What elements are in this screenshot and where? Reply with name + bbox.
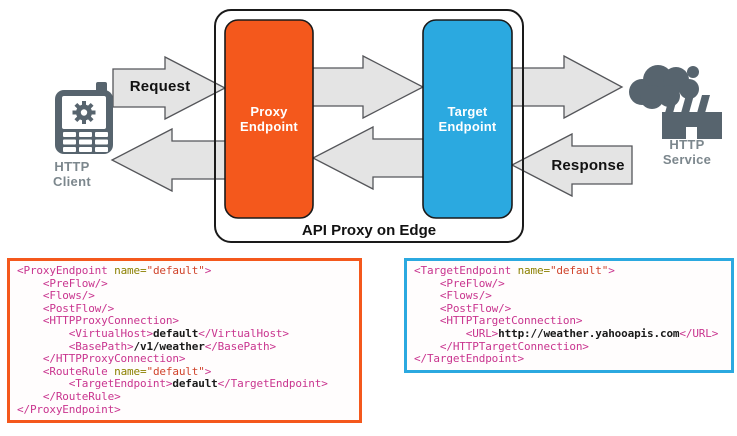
response-label: Response xyxy=(551,157,625,174)
http-service-label: HTTP Service xyxy=(662,137,712,167)
code-line: <BasePath>/v1/weather</BasePath> xyxy=(17,339,276,353)
request-to-service-arrow xyxy=(507,54,624,120)
factory-cloud-icon xyxy=(629,65,722,139)
api-proxy-on-edge-label: API Proxy on Edge xyxy=(301,222,437,239)
code-line: </HTTPTargetConnection> xyxy=(414,339,589,353)
target-to-proxy-arrow xyxy=(311,125,429,191)
mobile-phone-gear-icon xyxy=(55,82,113,154)
target-endpoint-box xyxy=(422,19,513,219)
phone-keypad xyxy=(63,132,108,152)
request-label: Request xyxy=(129,78,191,95)
code-line: </TargetEndpoint> xyxy=(414,352,525,366)
code-line: <HTTPTargetConnection> xyxy=(414,314,583,328)
response-arrow xyxy=(510,132,633,198)
code-line: <PostFlow/> xyxy=(414,301,512,315)
target-endpoint-label: Target Endpoint xyxy=(438,104,497,134)
code-line: <Flows/> xyxy=(414,289,492,303)
target-endpoint-code-block: <TargetEndpoint name="default"> <PreFlow… xyxy=(404,258,734,373)
proxy-to-target-arrow xyxy=(305,54,425,120)
proxy-endpoint-label: Proxy Endpoint xyxy=(240,104,298,134)
diagram-canvas xyxy=(55,9,722,243)
code-line: <RouteRule name="default"> xyxy=(17,364,212,378)
code-line: <HTTPProxyConnection> xyxy=(17,314,179,328)
code-line: </RouteRule> xyxy=(17,389,121,403)
code-line: <PreFlow/> xyxy=(17,276,108,290)
code-line: <URL>http://weather.yahooapis.com</URL> xyxy=(414,326,719,340)
http-client-label: HTTP Client xyxy=(53,159,91,189)
code-line: </HTTPProxyConnection> xyxy=(17,352,186,366)
code-line: <PostFlow/> xyxy=(17,301,115,315)
request-arrow xyxy=(112,55,227,121)
proxy-endpoint-box xyxy=(224,19,314,219)
code-line: <VirtualHost>default</VirtualHost> xyxy=(17,326,289,340)
proxy-endpoint-code-block: <ProxyEndpoint name="default"> <PreFlow/… xyxy=(7,258,362,424)
code-line: </ProxyEndpoint> xyxy=(17,402,121,416)
code-line: <ProxyEndpoint name="default"> xyxy=(17,264,212,277)
edge-container-border xyxy=(214,9,524,243)
code-line: <PreFlow/> xyxy=(414,276,505,290)
code-line: <TargetEndpoint>default</TargetEndpoint> xyxy=(17,377,328,391)
code-line: <Flows/> xyxy=(17,289,95,303)
code-line: <TargetEndpoint name="default"> xyxy=(414,264,615,277)
